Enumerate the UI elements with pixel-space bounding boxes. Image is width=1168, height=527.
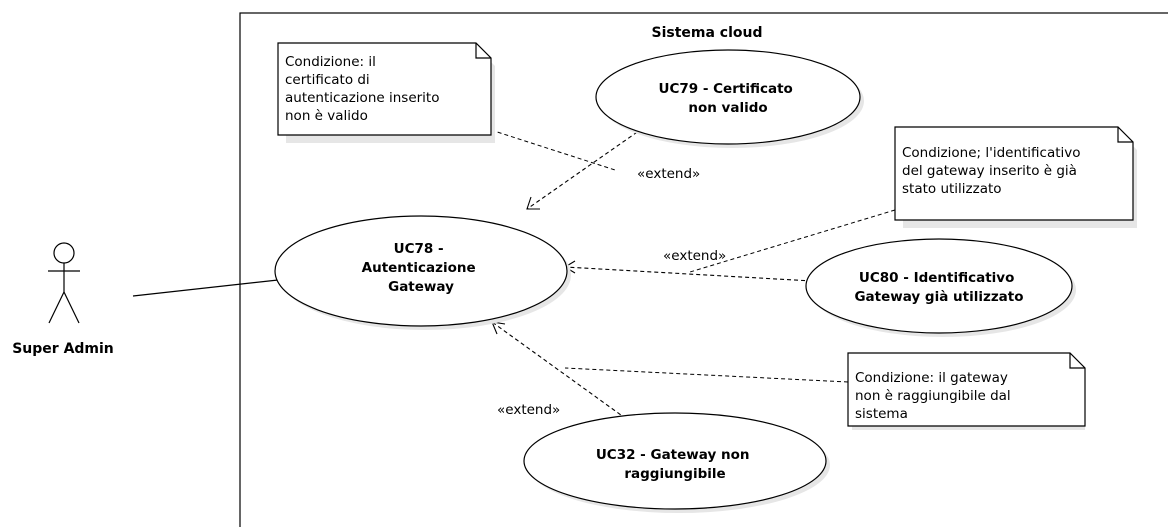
uc78-label: UC78 - Autenticazione Gateway bbox=[362, 241, 481, 295]
arrowhead-icon bbox=[526, 196, 540, 210]
actor-name: Super Admin bbox=[12, 341, 114, 357]
extend-arrow-uc80 bbox=[564, 266, 813, 282]
extend-label-uc32: «extend» bbox=[497, 402, 560, 418]
note2-anchor bbox=[689, 209, 896, 273]
use-case-uc80[interactable]: UC80 - Identificativo Gateway già utiliz… bbox=[805, 238, 1076, 337]
note3-anchor bbox=[564, 367, 849, 383]
note1-anchor bbox=[490, 129, 616, 171]
uc32-label: UC32 - Gateway non raggiungibile bbox=[596, 447, 754, 482]
note3-text: Condizione: il gateway non è raggiungibi… bbox=[855, 370, 1015, 422]
actor-stick-figure-icon bbox=[48, 242, 80, 324]
note-2: Condizione; l'identificativo del gateway… bbox=[894, 126, 1137, 228]
uc79-label: UC79 - Certificato non valido bbox=[658, 81, 797, 116]
system-title: Sistema cloud bbox=[651, 25, 762, 41]
use-case-uc78[interactable]: UC78 - Autenticazione Gateway bbox=[274, 215, 571, 330]
note-3: Condizione: il gateway non è raggiungibi… bbox=[847, 352, 1086, 430]
extend-label-uc79: «extend» bbox=[637, 166, 700, 182]
note-anchor-lines bbox=[490, 129, 896, 383]
extend-arrow-uc32 bbox=[491, 321, 633, 424]
extend-arrow-uc79 bbox=[526, 127, 644, 210]
note1-text: Condizione: il certificato di autenticaz… bbox=[285, 54, 444, 124]
association-line bbox=[132, 279, 279, 297]
uc80-label: UC80 - Identificativo Gateway già utiliz… bbox=[854, 270, 1023, 305]
use-case-uc32[interactable]: UC32 - Gateway non raggiungibile bbox=[523, 412, 830, 513]
use-case-uc79[interactable]: UC79 - Certificato non valido bbox=[595, 49, 864, 148]
extend-label-uc80: «extend» bbox=[663, 248, 726, 264]
note-1: Condizione: il certificato di autenticaz… bbox=[277, 42, 495, 143]
note2-text: Condizione; l'identificativo del gateway… bbox=[902, 145, 1085, 197]
actor-super-admin: Super Admin bbox=[12, 242, 114, 357]
